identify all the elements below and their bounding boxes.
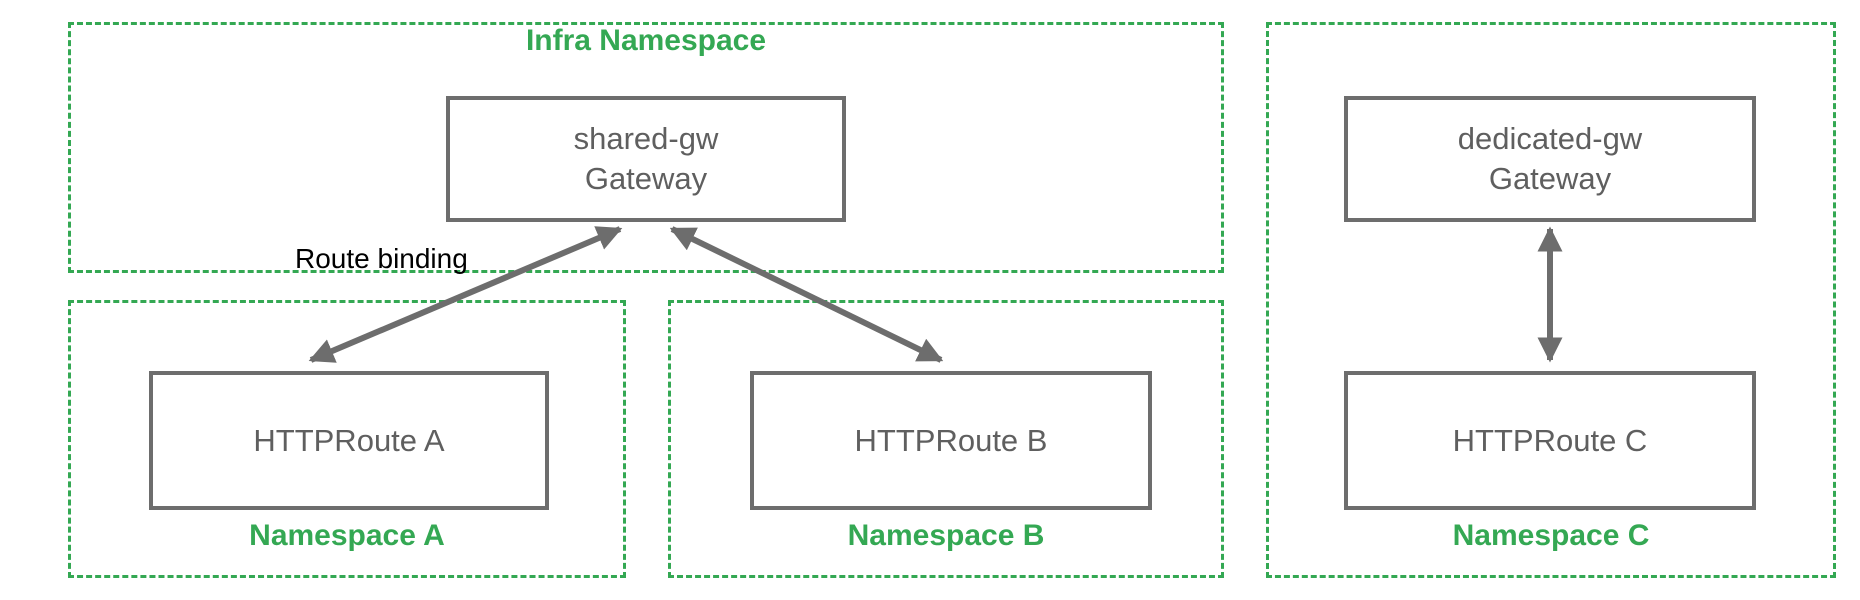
resource-name-dedicated-gw: dedicated-gw — [1457, 121, 1643, 157]
resource-box-httproute-b[interactable]: HTTPRoute B — [750, 371, 1152, 510]
resource-kind-dedicated-gw: Gateway — [1488, 161, 1612, 196]
resource-name-httproute-a: HTTPRoute A — [253, 422, 445, 458]
namespace-box-b — [668, 300, 1224, 578]
resource-box-shared-gw[interactable]: shared-gw Gateway — [446, 96, 846, 222]
namespace-box-infra — [68, 22, 1224, 273]
resource-name-httproute-c: HTTPRoute C — [1452, 422, 1648, 458]
resource-box-httproute-a[interactable]: HTTPRoute A — [149, 371, 549, 510]
resource-box-httproute-c[interactable]: HTTPRoute C — [1344, 371, 1756, 510]
resource-name-shared-gw: shared-gw — [573, 121, 719, 157]
resource-name-httproute-b: HTTPRoute B — [854, 422, 1048, 458]
edge-label-route-binding: Route binding — [295, 243, 468, 274]
namespace-box-c — [1266, 22, 1836, 578]
resource-box-dedicated-gw[interactable]: dedicated-gw Gateway — [1344, 96, 1756, 222]
namespace-label-infra: Infra Namespace — [525, 24, 767, 57]
namespace-label-c: Namespace C — [1452, 519, 1650, 552]
resource-kind-shared-gw: Gateway — [584, 161, 708, 196]
namespace-label-b: Namespace B — [847, 519, 1045, 552]
namespace-label-a: Namespace A — [249, 519, 445, 552]
